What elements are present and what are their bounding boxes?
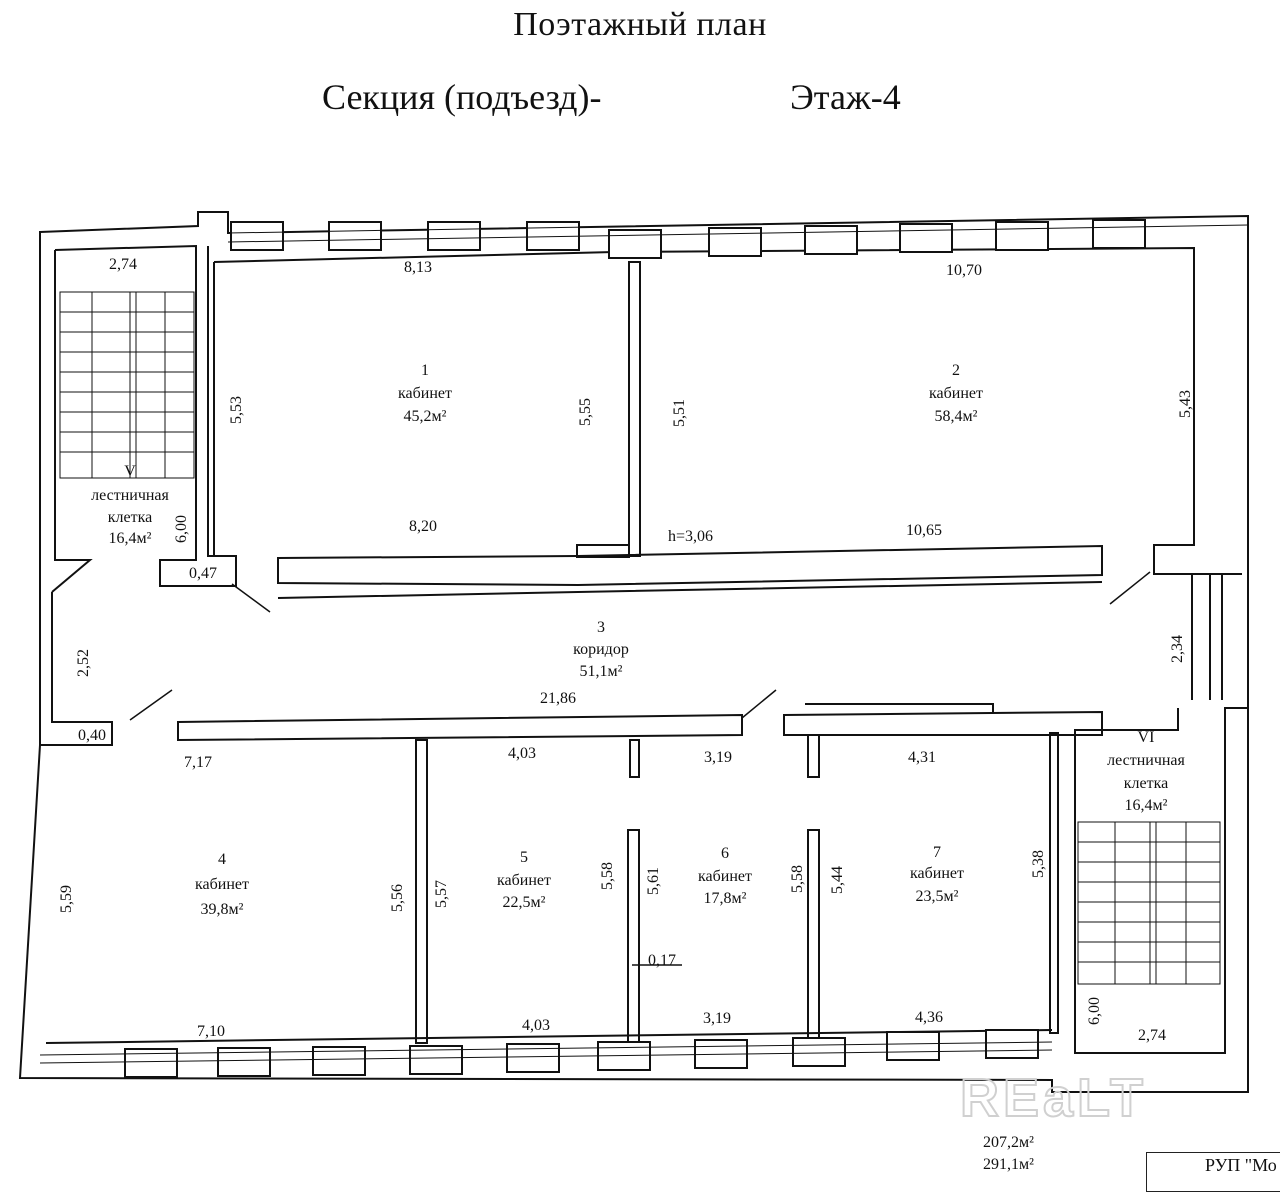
dim-label: 3,19 — [704, 749, 732, 766]
room-2-area: 58,4м² — [935, 408, 978, 425]
room-7-number: 7 — [933, 844, 941, 861]
stair-v-area: 16,4м² — [109, 530, 152, 547]
dim-label: 4,03 — [508, 745, 536, 762]
dim-label: 5,38 — [1030, 850, 1047, 878]
dim-label: 0,47 — [189, 565, 217, 582]
room-7-name: кабинет — [910, 865, 964, 882]
plan-title: Поэтажный план — [513, 6, 767, 43]
room-5-number: 5 — [520, 849, 528, 866]
dim-label: 7,10 — [197, 1023, 225, 1040]
org-stamp: РУП "Мо — [1146, 1152, 1280, 1192]
room-1-name: кабинет — [398, 385, 452, 402]
dim-label: 5,55 — [577, 398, 594, 426]
room-5-name: кабинет — [497, 872, 551, 889]
dim-label: h=3,06 — [668, 528, 713, 545]
dim-label: 10,65 — [906, 522, 942, 539]
room-1-area: 45,2м² — [404, 408, 447, 425]
dim-label: 5,44 — [829, 866, 846, 894]
total-area-2: 291,1м² — [983, 1156, 1034, 1173]
dim-label: 5,59 — [58, 885, 75, 913]
room-5-area: 22,5м² — [503, 894, 546, 911]
total-area-1: 207,2м² — [983, 1134, 1034, 1151]
room-4-name: кабинет — [195, 876, 249, 893]
floor-label: Этаж-4 — [790, 77, 901, 117]
window-sills-top — [227, 215, 1249, 243]
stair-v-number: V — [124, 463, 136, 480]
stairs-left — [59, 291, 195, 479]
stair-vi-number: VI — [1138, 729, 1155, 746]
room-6-area: 17,8м² — [704, 890, 747, 907]
room-4-area: 39,8м² — [201, 901, 244, 918]
room-6-name: кабинет — [698, 868, 752, 885]
walls — [18, 211, 1249, 1093]
dim-label: 4,03 — [522, 1017, 550, 1034]
dim-label: 5,51 — [671, 399, 688, 427]
dim-label: 0,40 — [78, 727, 106, 744]
dim-label: 2,74 — [109, 256, 137, 273]
dim-label: 5,58 — [599, 862, 616, 890]
room-2-number: 2 — [952, 362, 960, 379]
dim-label: 8,20 — [409, 518, 437, 535]
section-label: Секция (подъезд)- — [322, 77, 602, 117]
dim-label: 4,31 — [908, 749, 936, 766]
windows-top — [230, 219, 1146, 259]
dim-label: 2,52 — [75, 649, 92, 677]
stairs-right — [1077, 821, 1221, 985]
dim-label: 7,17 — [184, 754, 212, 771]
stair-vi-label-bg — [1090, 745, 1205, 813]
room-6-number: 6 — [721, 845, 729, 862]
dim-label: 5,43 — [1177, 390, 1194, 418]
stair-vi-area: 16,4м² — [1125, 797, 1168, 814]
window-sills-bottom — [39, 1041, 1053, 1064]
dim-label: 5,57 — [433, 880, 450, 908]
stair-vi-line2: клетка — [1124, 775, 1168, 792]
room-3-area: 51,1м² — [580, 663, 623, 680]
dim-label: 5,56 — [389, 884, 406, 912]
dim-label: 4,36 — [915, 1009, 943, 1026]
dim-label: 5,58 — [789, 865, 806, 893]
dim-label: 2,74 — [1138, 1027, 1166, 1044]
room-2-name: кабинет — [929, 385, 983, 402]
dim-label: 5,61 — [645, 867, 662, 895]
dim-label: 2,34 — [1169, 635, 1186, 663]
dim-label: 3,19 — [703, 1010, 731, 1027]
room-1-number: 1 — [421, 362, 429, 379]
dim-label: 8,13 — [404, 259, 432, 276]
room-4-number: 4 — [218, 851, 226, 868]
dim-label: 21,86 — [540, 690, 576, 707]
dim-label: 5,53 — [228, 396, 245, 424]
dim-label: 10,70 — [946, 262, 982, 279]
room-3-name: коридор — [573, 641, 629, 658]
dim-label: 6,00 — [1086, 997, 1103, 1025]
watermark-logo: REaLT — [960, 1068, 1147, 1128]
stair-v-line1: лестничная — [91, 487, 169, 504]
stair-vi-line1: лестничная — [1107, 752, 1185, 769]
room-7-area: 23,5м² — [916, 888, 959, 905]
dim-label: 6,00 — [173, 515, 190, 543]
room-3-number: 3 — [597, 619, 605, 636]
dim-label: 0,17 — [648, 952, 676, 969]
stair-v-line2: клетка — [108, 509, 152, 526]
door-lines — [129, 571, 1151, 966]
stair-v-label-bg — [78, 482, 186, 552]
